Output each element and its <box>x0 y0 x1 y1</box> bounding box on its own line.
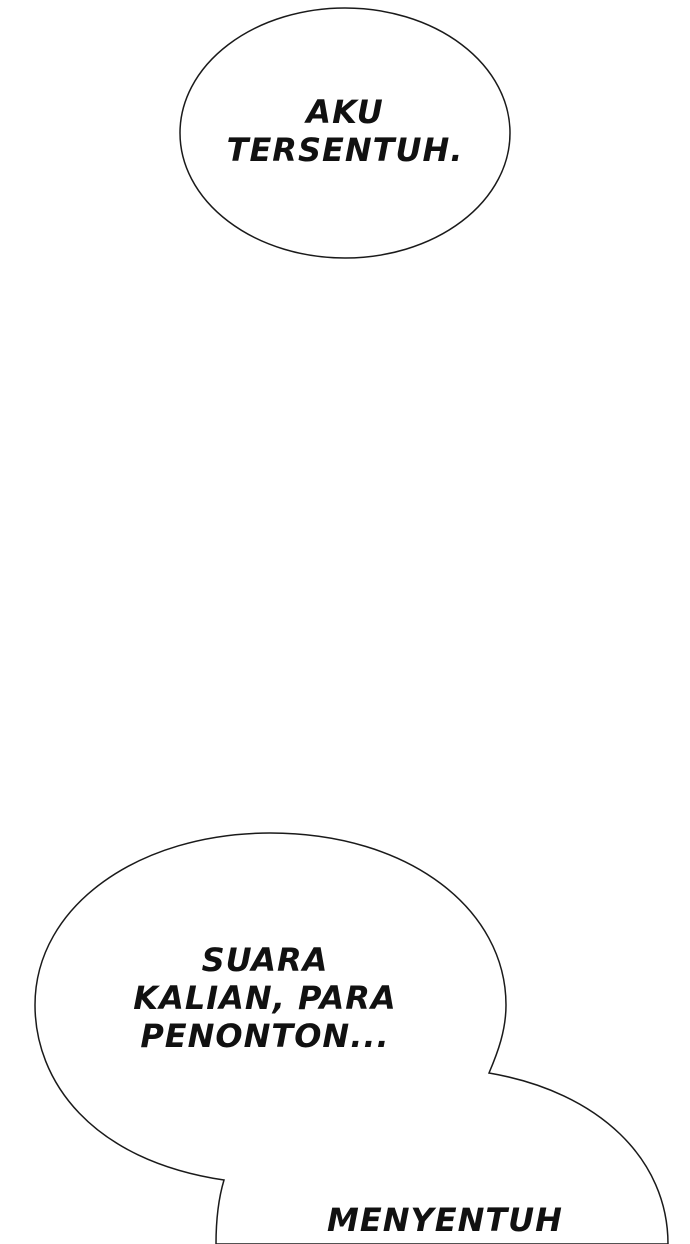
bubble-text-line: AKU <box>306 93 384 131</box>
bubble-text-line: KALIAN, PARA <box>133 978 397 1017</box>
bubble-text-line: PENONTON... <box>140 1016 390 1055</box>
bubble-text-middle: SUARA KALIAN, PARA PENONTON... <box>110 941 420 1055</box>
bubble-text-line: MENYENTUH <box>327 1201 563 1239</box>
speech-bubble-bottom <box>34 832 669 1244</box>
speech-bubble-top <box>179 7 511 259</box>
bubble-text-line: SUARA <box>201 941 329 979</box>
bubble-text-top: AKU TERSENTUH. <box>195 93 495 170</box>
bubble-text-line: TERSENTUH. <box>226 130 464 169</box>
bubble-text-bottom: MENYENTUH <box>300 1201 590 1240</box>
